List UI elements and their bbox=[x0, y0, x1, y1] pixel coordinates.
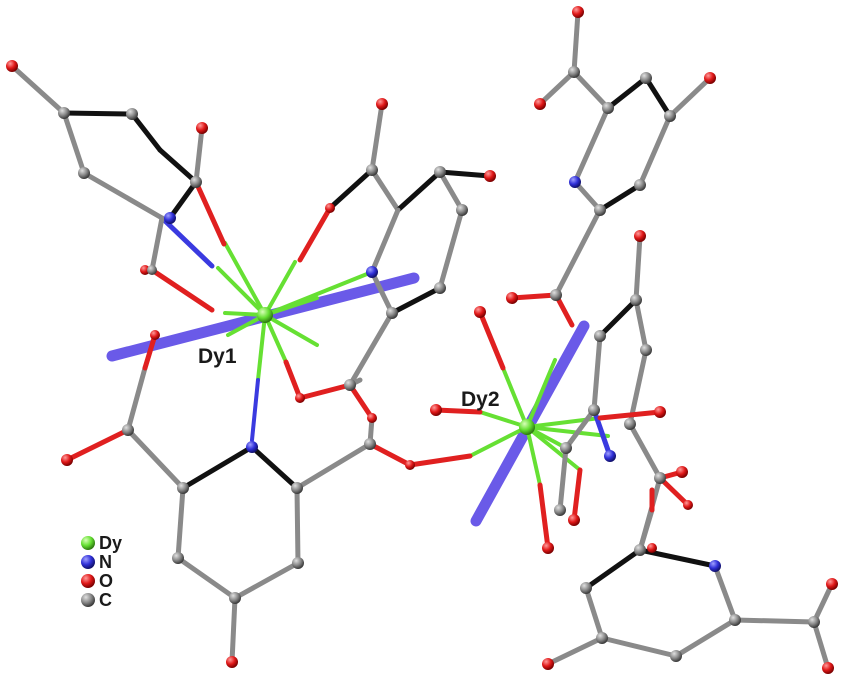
dy2-atom bbox=[519, 419, 535, 435]
dy1-label: Dy1 bbox=[198, 345, 237, 368]
legend-label-n: N bbox=[99, 552, 112, 572]
legend-swatch-dy bbox=[81, 536, 95, 550]
dysprosium-atoms bbox=[257, 307, 535, 435]
legend-label-c: C bbox=[99, 590, 112, 610]
legend-label-o: O bbox=[99, 571, 113, 591]
dy1-coordination-bonds bbox=[216, 241, 374, 442]
dy2-label: Dy2 bbox=[461, 388, 500, 411]
legend-label-dy: Dy bbox=[99, 533, 122, 553]
ligand-bonds bbox=[9, 9, 835, 671]
dy2-coordination-bonds bbox=[468, 358, 610, 487]
dy1-atom bbox=[257, 307, 273, 323]
legend-swatch-c bbox=[81, 593, 95, 607]
legend-swatch-n bbox=[81, 555, 95, 569]
oxygen-atoms bbox=[6, 6, 838, 674]
nitrogen-atoms bbox=[164, 176, 721, 572]
legend-swatch-o bbox=[81, 574, 95, 588]
carbon-atoms bbox=[58, 66, 820, 662]
